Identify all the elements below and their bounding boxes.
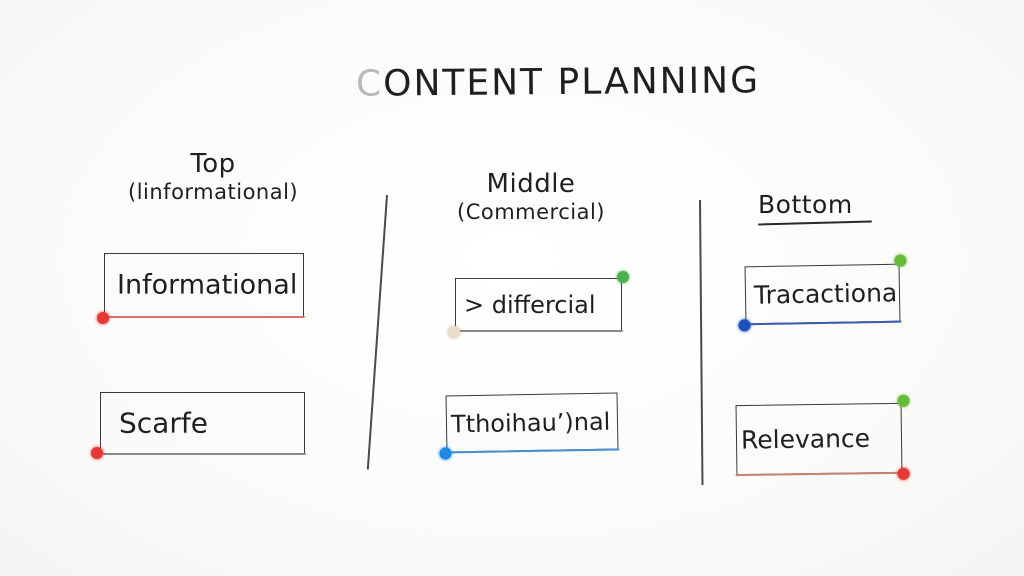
card-label: Tthoihau’)nal [450,407,611,438]
pin-icon [897,394,910,407]
pin-icon [91,447,103,459]
card-relevance[interactable]: Relevance [735,394,910,480]
card-differcial[interactable]: > differcial [448,271,629,338]
card-informational[interactable]: Informational [97,253,305,324]
card-label: Relevance [740,423,871,455]
column-heading-top: Top (linformational) [128,149,299,204]
column-heading-middle: Middle (Commercial) [436,169,626,224]
column-heading-label: Top [190,149,236,179]
pin-icon [897,467,910,480]
card-underline [445,447,620,454]
card-thoihaunal[interactable]: Tthoihau’)nal [439,392,620,460]
card-underline [103,315,305,318]
card-label: Scarfe [119,406,208,440]
column-heading-label: Middle [486,169,576,199]
pin-icon [448,326,460,338]
card-underline [454,329,623,332]
column-divider [366,195,388,470]
heading-underline [757,220,873,226]
card-underline [735,471,904,477]
title-first-letter: C [355,63,384,105]
column-subheading-label: (linformational) [128,179,299,204]
pin-icon [738,319,751,332]
card-scarfe[interactable]: Scarfe [91,392,306,459]
column-divider [699,199,704,485]
card-label: > differcial [464,290,596,319]
column-subheading-label: (Commercial) [457,199,605,224]
card-underline [744,320,902,326]
card-tracactiona[interactable]: Tracactiona [738,254,907,332]
page-title: CONTENT PLANNING [356,60,760,105]
pin-icon [894,254,907,267]
pin-icon [617,271,629,283]
pin-icon [97,312,109,324]
card-label: Tracactiona [753,278,898,310]
title-text: ONTENT PLANNING [382,60,761,105]
card-underline [99,452,306,455]
pin-icon [439,447,452,460]
column-heading-bottom: Bottom [758,190,853,219]
card-label: Informational [117,269,298,301]
